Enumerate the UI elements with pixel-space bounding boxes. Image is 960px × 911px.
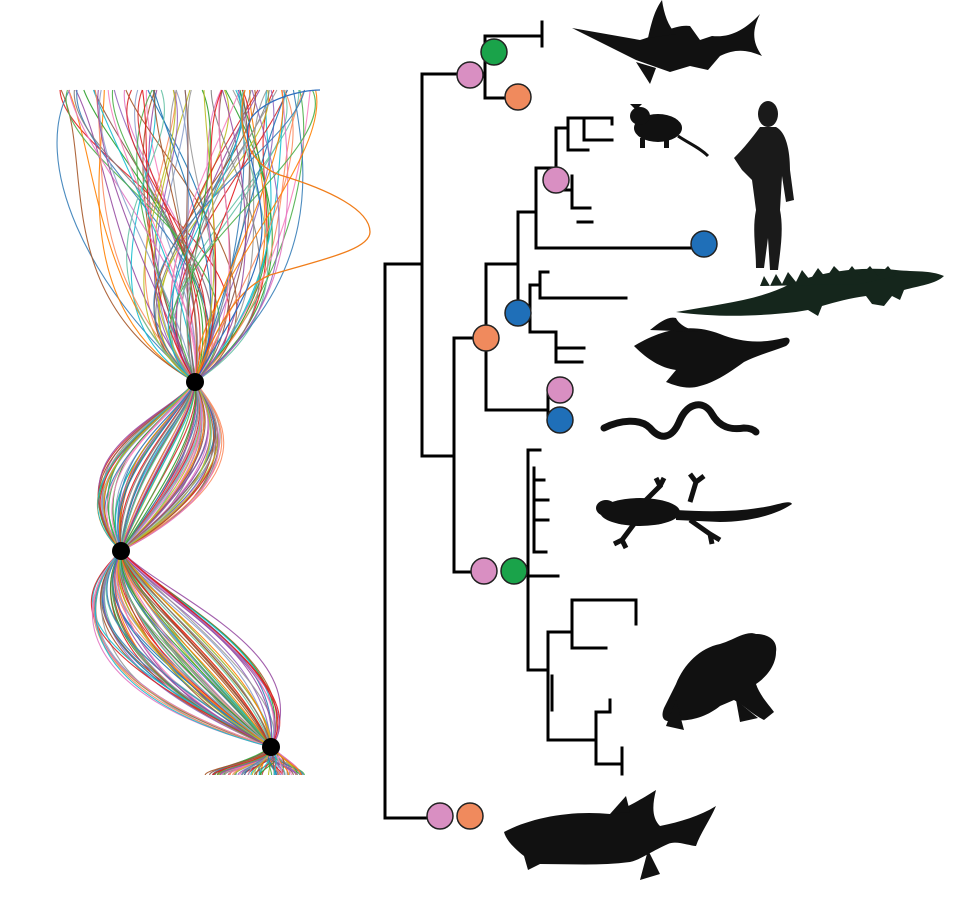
rodent-clade-2 (566, 126, 590, 152)
frog-clade-2 (594, 698, 612, 742)
anchor-node-1 (186, 373, 204, 391)
human-silhouette (734, 101, 794, 270)
wave-curves (56, 89, 318, 776)
node-markers (426, 38, 718, 830)
croc-branch (538, 270, 550, 287)
rodent-tip-1 (582, 116, 614, 142)
amphibian-lower (526, 570, 598, 742)
wave-panel (56, 89, 371, 776)
amniote-stem (484, 210, 520, 266)
shark-silhouette (504, 790, 716, 880)
root-branch (383, 262, 442, 820)
node-marker-swordfish-pink (456, 61, 484, 89)
bird-silhouette (634, 317, 790, 388)
wave-outlier-curves (194, 89, 371, 383)
node-marker-rodent-pink (542, 166, 570, 194)
rat-silhouette (630, 104, 710, 158)
node-marker-snake-blue (546, 406, 574, 434)
node-marker-swordfish-green (480, 38, 508, 66)
wave-curve (65, 89, 273, 776)
wave-curve (93, 89, 283, 776)
wave-curve (95, 89, 277, 776)
node-marker-snake-pink (546, 376, 574, 404)
croc-branch-2 (538, 283, 628, 300)
gecko-silhouette (596, 472, 792, 550)
bird-stem (528, 310, 570, 350)
node-marker-amphibian-green (500, 557, 528, 585)
node-marker-amniote-blue (504, 299, 532, 327)
swordfish-silhouette (572, 0, 762, 84)
crocodile-silhouette (676, 266, 944, 316)
anchor-node-2 (112, 542, 130, 560)
node-marker-shark-pink (426, 802, 454, 830)
rodent-tip-2 (582, 116, 614, 126)
snake-silhouette (600, 401, 760, 440)
rodent-clade (554, 116, 586, 170)
tetrapod-split (484, 262, 550, 412)
frog-tip-2 (570, 630, 608, 650)
caecilian-tips (532, 466, 548, 554)
wave-curve (106, 89, 306, 776)
human-branch (534, 210, 706, 250)
node-marker-swordfish-orange (504, 83, 532, 111)
node-marker-shark-orange (456, 802, 484, 830)
wave-outlier-curve (194, 89, 371, 383)
node-marker-human-blue (690, 230, 718, 258)
mammal-stem (516, 166, 558, 214)
node-marker-tetrapod-orange (472, 324, 500, 352)
bird-tip (554, 346, 584, 364)
wave-outlier-curve (194, 89, 321, 383)
silhouettes (504, 0, 944, 880)
node-marker-amphibian-pink (470, 557, 498, 585)
amphibian-stem (452, 454, 488, 574)
tetrapod-stem (420, 336, 488, 458)
frog-tip-4 (594, 738, 624, 766)
anchor-node-3 (262, 738, 280, 756)
amphibian-split (512, 448, 542, 574)
frog-clade-1 (546, 598, 638, 672)
frog-silhouette (662, 633, 777, 730)
